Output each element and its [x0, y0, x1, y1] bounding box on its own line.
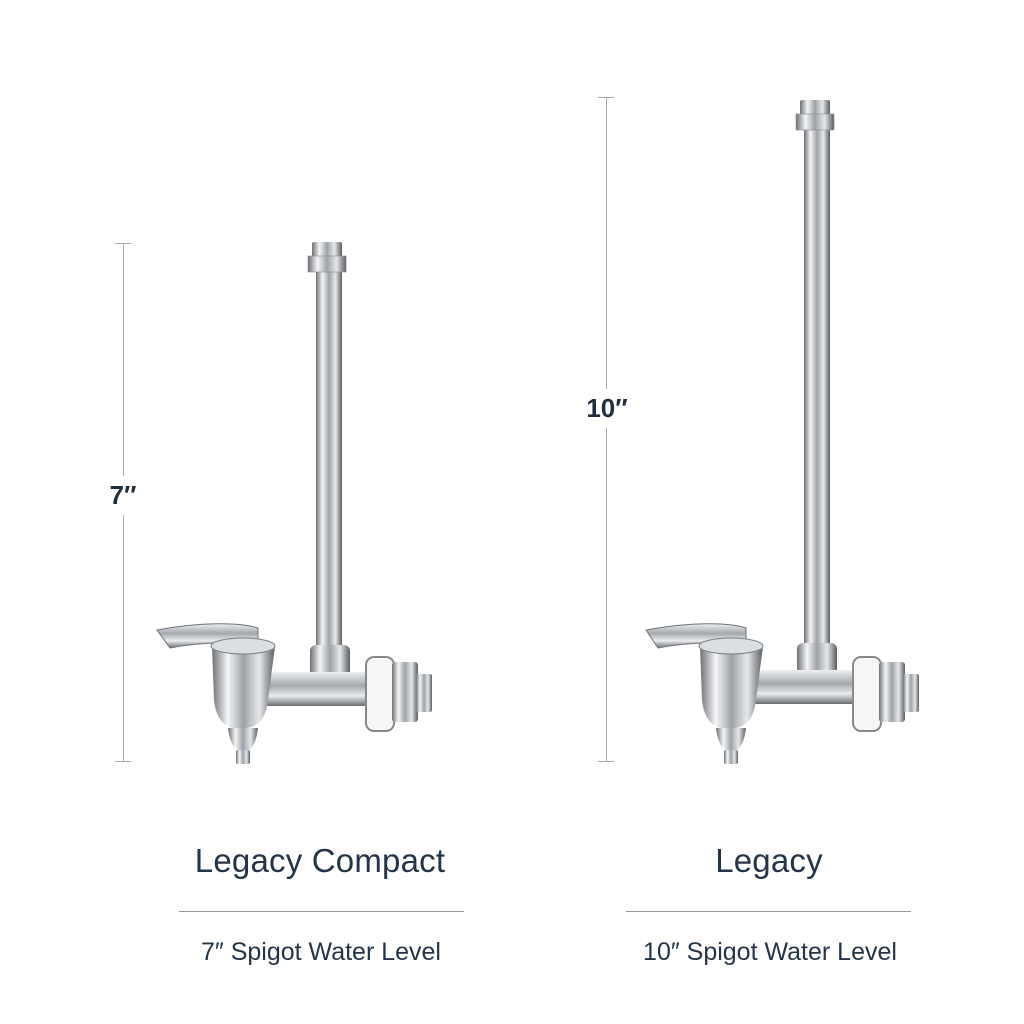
dimension-line: [606, 97, 607, 761]
dimension-cap-bottom: [598, 761, 614, 762]
dimension-cap-bottom: [115, 761, 131, 762]
divider: [626, 911, 911, 912]
product-description: 10″ Spigot Water Level: [643, 938, 897, 966]
product-title: Legacy Compact: [194, 842, 446, 879]
divider: [179, 911, 464, 912]
product-description: 7″ Spigot Water Level: [201, 938, 441, 966]
product-title: Legacy: [715, 842, 823, 879]
height-label: 10″: [578, 389, 636, 428]
height-label: 7″: [100, 476, 146, 515]
